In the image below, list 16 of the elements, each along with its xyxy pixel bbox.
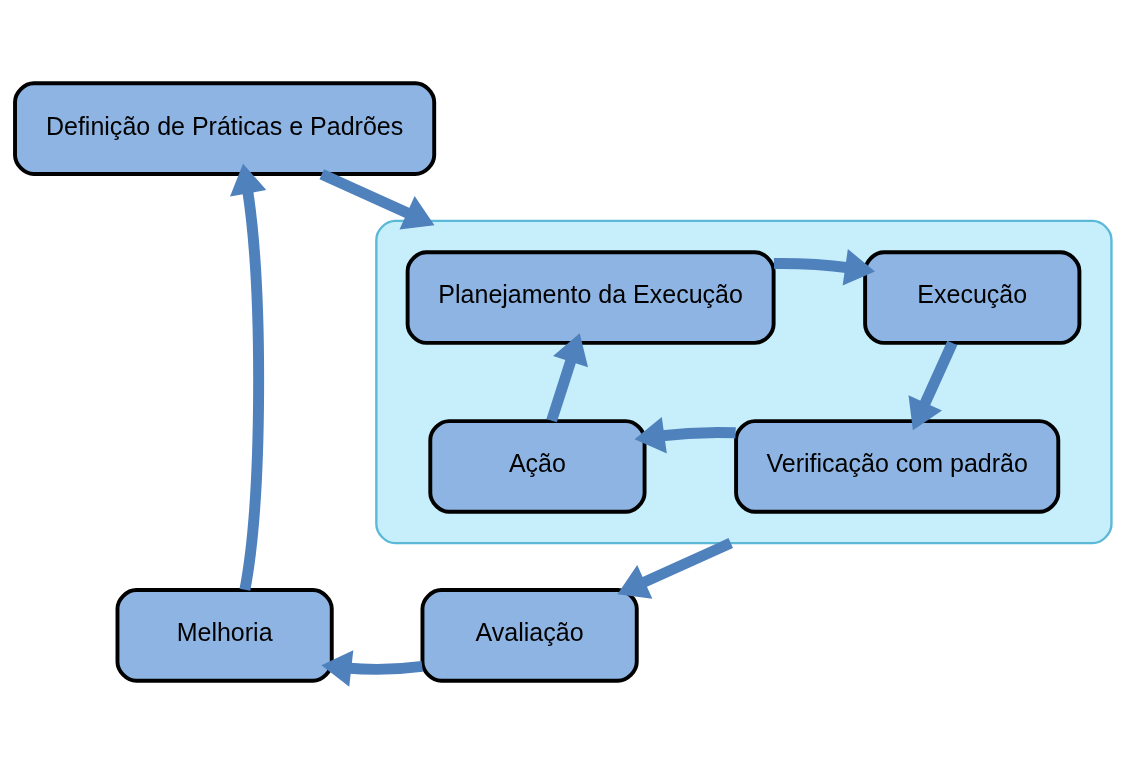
arrow: [634, 417, 736, 454]
arrow: [617, 538, 733, 599]
arrow: [773, 249, 875, 286]
cluster: [375, 219, 1113, 545]
node-box: Verificação com padrão: [734, 419, 1061, 514]
arrow: [546, 333, 589, 423]
arrow: [908, 340, 958, 431]
arrow: [230, 163, 267, 591]
node-box: Avaliação: [420, 588, 639, 683]
arrow: [321, 650, 423, 687]
node-box: Execução: [863, 250, 1082, 345]
node-box: Planejamento da Execução: [405, 250, 776, 345]
arrow: [319, 169, 435, 230]
node-box: Ação: [428, 419, 647, 514]
node-box: Melhoria: [115, 588, 334, 683]
node-box: Definição de Práticas e Padrões: [13, 81, 437, 176]
